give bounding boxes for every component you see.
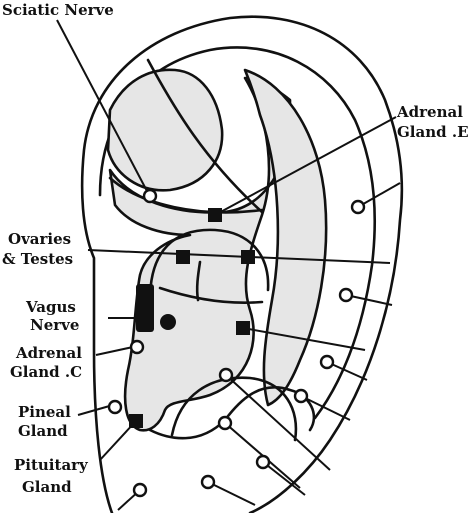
point-lobe-2: [217, 415, 233, 431]
crus-line-upper: [108, 176, 264, 214]
label-pineal-2: Gland: [18, 422, 68, 440]
label-pituitary-1: Pituitary: [14, 456, 89, 474]
label-ovaries-2: & Testes: [2, 250, 73, 268]
leader-lobe-3: [262, 461, 306, 496]
label-pituitary-2: Gland: [22, 478, 72, 496]
ear-outer-outline: [80, 15, 404, 515]
label-vagus-2: Nerve: [30, 316, 79, 334]
antitragus-contour: [148, 386, 316, 440]
leader-pineal: [77, 404, 114, 416]
concha-divider-2: [158, 286, 264, 304]
label-adrenal-e-1: Adrenal: [396, 103, 463, 121]
label-adrenal-e-2: Gland .E: [397, 123, 469, 141]
leader-lobe-4: [207, 481, 256, 506]
crus-line-lower: [146, 58, 264, 214]
point-right-4: [293, 388, 309, 404]
point-adrenal-c: [129, 339, 145, 355]
point-ovaries-right: [241, 250, 255, 264]
point-ovaries-left: [176, 250, 190, 264]
label-vagus-1: Vagus: [25, 298, 76, 316]
point-lobe-4: [200, 474, 216, 490]
point-adrenal-lower: [236, 321, 250, 335]
leader-right-3: [326, 361, 368, 381]
point-lobe-3: [255, 454, 271, 470]
point-right-3: [319, 354, 335, 370]
point-right-1: [350, 199, 366, 215]
leader-right-2: [345, 294, 393, 306]
inner-bowl-contour: [148, 228, 270, 302]
point-lobe-1: [218, 367, 234, 383]
label-adrenal-c-1: Adrenal: [15, 344, 82, 362]
label-ovaries-1: Ovaries: [8, 230, 71, 248]
point-right-2: [338, 287, 354, 303]
label-pineal-1: Pineal: [18, 403, 71, 421]
point-vagus: [160, 314, 176, 330]
point-sciatic: [142, 188, 158, 204]
leader-adrenal-e: [214, 116, 397, 216]
leader-lobe-1: [225, 374, 331, 471]
point-adrenal-e: [208, 208, 222, 222]
point-bottom-left: [132, 482, 148, 498]
vagus-bar: [136, 284, 154, 332]
leader-ovaries: [87, 249, 391, 264]
point-pineal: [107, 399, 123, 415]
label-adrenal-c-2: Gland .C: [10, 363, 82, 381]
leader-right-1: [357, 182, 401, 208]
lobe-contour: [170, 376, 298, 442]
leader-pituitary: [99, 421, 136, 461]
leader-right-4: [300, 395, 351, 421]
leader-adrenal-e-lower: [242, 327, 366, 351]
antihelix-band: [243, 68, 328, 407]
leader-adrenal-c: [95, 346, 134, 356]
label-sciatic-nerve: Sciatic Nerve: [2, 1, 114, 19]
leader-sciatic: [56, 19, 149, 194]
point-pituitary: [129, 414, 143, 428]
